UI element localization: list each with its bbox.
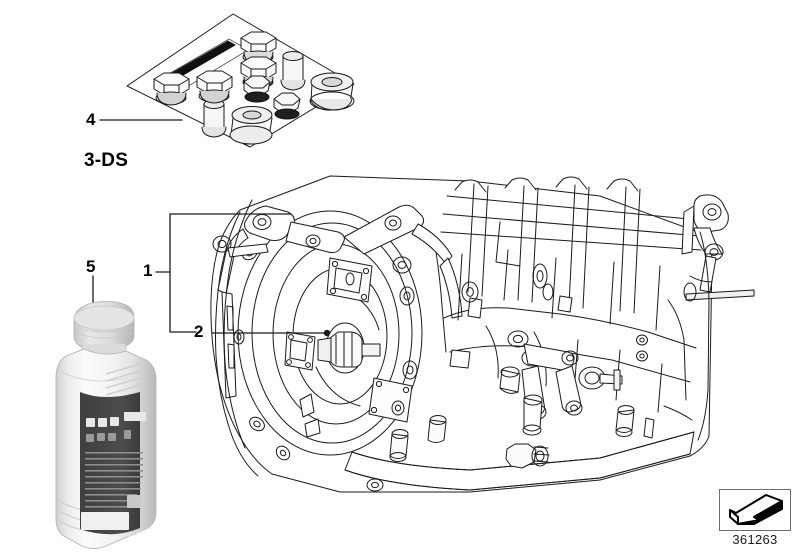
callout-leader-lines xyxy=(92,119,331,337)
shift-linkage xyxy=(499,330,583,436)
rear-mount-bracket xyxy=(681,194,755,302)
group-label-3ds: 3-DS xyxy=(84,150,129,171)
diagram-id-number: 361263 xyxy=(732,532,778,547)
oil-pan xyxy=(344,405,695,491)
parts-kit-fasteners xyxy=(153,31,355,145)
case-upper-ribs xyxy=(435,176,702,353)
perspective-arrow-icon xyxy=(719,489,791,531)
callout-2: 2 xyxy=(194,322,204,341)
case-sensor xyxy=(578,366,623,391)
callout-5: 5 xyxy=(86,257,96,276)
callout-1: 1 xyxy=(143,261,153,280)
top-mounting-bracket xyxy=(212,204,463,399)
callout-4: 4 xyxy=(86,110,96,129)
transmission-assembly xyxy=(210,175,755,493)
